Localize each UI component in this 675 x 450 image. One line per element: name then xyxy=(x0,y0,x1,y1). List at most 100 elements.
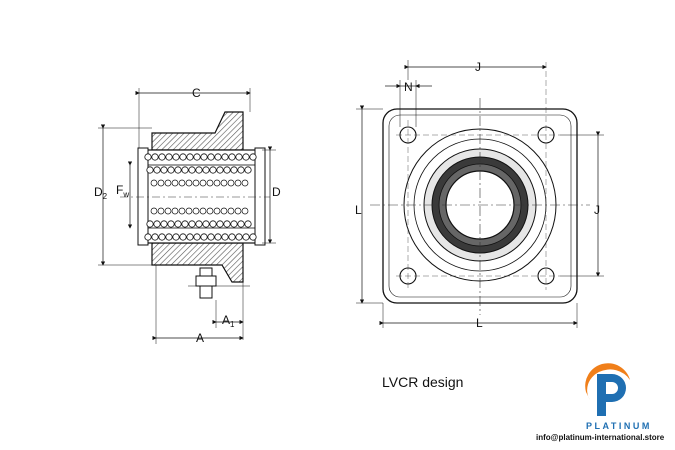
ball xyxy=(220,179,228,187)
ball xyxy=(241,179,249,187)
ball xyxy=(230,166,238,174)
ball xyxy=(221,233,229,241)
ball xyxy=(171,179,179,187)
ball xyxy=(200,233,208,241)
ball xyxy=(216,166,224,174)
ball xyxy=(167,166,175,174)
dim-label-n: N xyxy=(404,80,413,94)
shaft-bore xyxy=(145,164,259,229)
brand-wordmark: PLATINUM xyxy=(586,421,652,431)
dim-label-j-top: J xyxy=(475,60,481,74)
side-section-view: C D2 Fw D A1 A xyxy=(94,86,281,345)
ball xyxy=(207,233,215,241)
ball xyxy=(234,179,242,187)
ball xyxy=(228,233,236,241)
ball xyxy=(181,166,189,174)
dim-label-a1: A1 xyxy=(222,313,235,329)
ball xyxy=(244,166,252,174)
ball xyxy=(199,207,207,215)
dim-label-c: C xyxy=(192,86,201,100)
ball xyxy=(249,233,257,241)
lube-nipple-head xyxy=(195,275,217,287)
ball xyxy=(228,153,236,161)
ball xyxy=(178,179,186,187)
dim-label-l-left: L xyxy=(355,203,362,217)
dim-label-fw: Fw xyxy=(116,183,129,199)
dim-label-l-bottom: L xyxy=(476,316,483,330)
ball xyxy=(174,166,182,174)
logo-blue-p xyxy=(597,374,626,416)
end-cap-right xyxy=(254,147,266,246)
ball xyxy=(214,233,222,241)
ball xyxy=(174,220,182,228)
front-view: J N L J L xyxy=(355,60,604,330)
ball xyxy=(160,220,168,228)
dim-label-j-right: J xyxy=(594,203,600,217)
ball xyxy=(223,166,231,174)
housing-top-section xyxy=(151,111,244,151)
ball xyxy=(237,220,245,228)
ball xyxy=(209,166,217,174)
ball xyxy=(220,207,228,215)
ball xyxy=(214,153,222,161)
ball xyxy=(153,220,161,228)
ball xyxy=(144,153,152,161)
ball xyxy=(153,166,161,174)
ball xyxy=(185,207,193,215)
ball xyxy=(202,166,210,174)
ball xyxy=(230,220,238,228)
ball xyxy=(181,220,189,228)
ball xyxy=(249,153,257,161)
ball xyxy=(144,233,152,241)
ball xyxy=(151,153,159,161)
ball xyxy=(185,179,193,187)
ball xyxy=(200,153,208,161)
ball xyxy=(227,207,235,215)
ball xyxy=(172,233,180,241)
ball xyxy=(178,207,186,215)
ball xyxy=(146,220,154,228)
ball xyxy=(206,207,214,215)
ball xyxy=(164,179,172,187)
ball xyxy=(223,220,231,228)
ball xyxy=(213,179,221,187)
ball xyxy=(167,220,175,228)
design-caption: LVCR design xyxy=(382,374,464,390)
ball xyxy=(164,207,172,215)
ball xyxy=(179,233,187,241)
ball xyxy=(157,207,165,215)
dim-label-d: D xyxy=(272,185,281,199)
ball xyxy=(186,233,194,241)
ball xyxy=(199,179,207,187)
ball xyxy=(150,207,158,215)
ball xyxy=(234,207,242,215)
ball xyxy=(195,166,203,174)
ball xyxy=(160,166,168,174)
ball xyxy=(151,233,159,241)
ball xyxy=(244,220,252,228)
ball xyxy=(172,153,180,161)
ball xyxy=(192,179,200,187)
ball xyxy=(242,153,250,161)
ball xyxy=(235,153,243,161)
end-cap-left xyxy=(137,147,149,246)
ball xyxy=(195,220,203,228)
dim-label-d2: D2 xyxy=(94,185,108,201)
logo-orange-swoosh xyxy=(585,363,630,400)
ball xyxy=(188,220,196,228)
ball xyxy=(221,153,229,161)
dim-label-a: A xyxy=(196,331,204,345)
ball xyxy=(235,233,243,241)
ball xyxy=(202,220,210,228)
ball xyxy=(186,153,194,161)
ball xyxy=(193,233,201,241)
ball xyxy=(158,153,166,161)
ball xyxy=(209,220,217,228)
ball-rows xyxy=(144,153,257,241)
ball xyxy=(216,220,224,228)
ball xyxy=(165,153,173,161)
ball xyxy=(165,233,173,241)
ball xyxy=(146,166,154,174)
ball xyxy=(241,207,249,215)
